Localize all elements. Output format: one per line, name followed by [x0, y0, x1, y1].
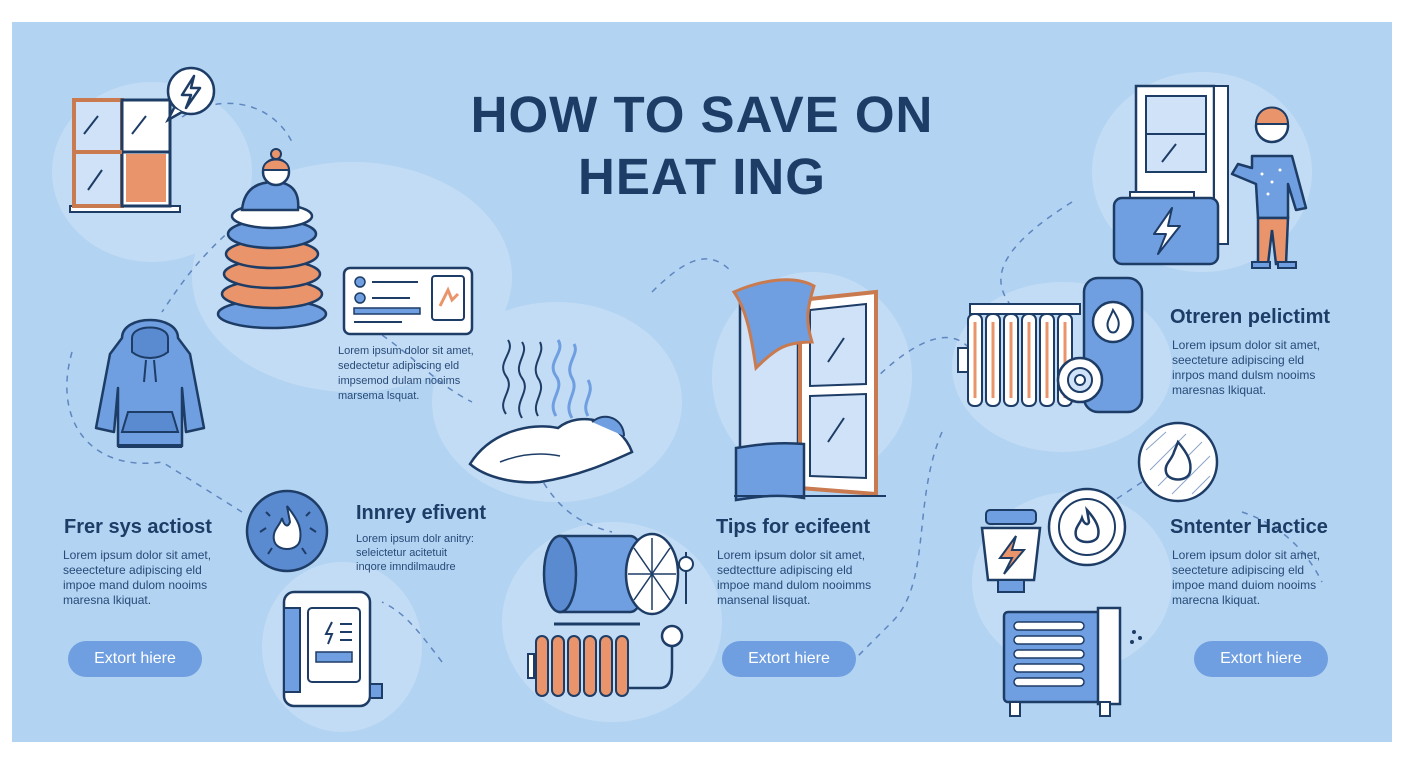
battery-icon [1112, 191, 1220, 266]
section-body-line: maresna lkiquat. [63, 593, 152, 607]
page-title-line-2: HEAT ING [578, 148, 826, 205]
person-door-icon [1134, 84, 1308, 269]
section-heading-2: Innrey efivent [356, 502, 487, 524]
section-heading-5: Sntenter Hactice [1170, 516, 1328, 538]
thermostat-radiator-icon [957, 276, 1144, 414]
flame-badge-icon [245, 489, 329, 573]
section-body-line: seleictetur acitetuit [356, 547, 448, 559]
section-body-line: seecteture adipiscing eld [1172, 563, 1305, 577]
card-note-line: Lorem ipsum dolor sit amet, [338, 345, 474, 357]
section-body-1: Lorem ipsum dolor sit amet, seeecteture … [63, 548, 243, 608]
section-body-line: impoe mand dulom nooims [63, 578, 208, 592]
section-body-line: impoe mand duiom nooims [1172, 578, 1317, 592]
section-body-line: Lorem ipsum dolor sit amet, [717, 548, 866, 562]
card-note-line: impsemod dulam nooims [338, 375, 461, 387]
page-title-line-1: HOW TO SAVE ON [470, 86, 934, 143]
section-body-2: Lorem ipsum dolr anitry: seleictetur aci… [356, 532, 526, 574]
section-body-line: Lorem ipsum dolor sit amet, [63, 548, 212, 562]
section-body-line: inqore imndilmaudre [356, 561, 456, 573]
card-note: Lorem ipsum dolor sit amet, sedectetur a… [338, 344, 498, 404]
section-body-line: impoe mand dulom nooimms [717, 578, 872, 592]
heat-waves-icon [468, 339, 634, 484]
lightning-speech-icon [165, 66, 216, 124]
section-heading-3: Tips for ecifeent [716, 516, 871, 538]
section-body-line: Lorem ipsum dolr anitry: [356, 533, 474, 545]
lightning-jar-icon [980, 509, 1042, 593]
infographic-board: HOW TO SAVE ON HEAT ING Lorem ipsum dolo… [12, 22, 1392, 742]
section-body-line: Lorem ipsum dolor sit amet, [1172, 548, 1321, 562]
section-body-line: mansenal lisquat. [717, 593, 811, 607]
section-body-line: inrpos mand dulsm nooims [1172, 368, 1316, 382]
thermostat-dial-icon [1047, 487, 1127, 567]
section-body-3: Lorem ipsum dolor sit amet, sedtectture … [717, 548, 897, 608]
boiler-panel-icon [282, 590, 383, 708]
section-heading-4: Otreren pelictimt [1170, 306, 1331, 328]
info-card-icon [342, 266, 474, 336]
pipe-heater-icon [527, 532, 694, 697]
extort-here-button-1[interactable]: Extort hiere [68, 641, 202, 677]
section-body-line: sedtectture adipiscing eld [717, 563, 853, 577]
section-body-line: seecteture adipiscing eld [1172, 353, 1305, 367]
blanket-person-icon [216, 148, 328, 330]
section-body-5: Lorem ipsum dolor sit amet, seecteture a… [1172, 548, 1362, 608]
page-title: HOW TO SAVE ON HEAT ING [392, 84, 1012, 208]
card-note-line: marsema lsquat. [338, 390, 420, 402]
hoodie-icon [94, 318, 206, 448]
open-window-icon [731, 278, 886, 502]
extort-here-button-3[interactable]: Extort hiere [1194, 641, 1328, 677]
section-body-line: maresnas lkiquat. [1172, 383, 1267, 397]
radiator-icon [1002, 606, 1142, 717]
card-note-line: sedectetur adipiscing eld [338, 360, 460, 372]
section-body-4: Lorem ipsum dolor sit amet, seecteture a… [1172, 338, 1362, 398]
section-heading-1: Frer sys actiost [64, 516, 212, 538]
window-icon [69, 98, 181, 213]
section-body-line: seeecteture adipiscing eld [63, 563, 202, 577]
flame-circle-icon [1137, 421, 1219, 503]
extort-here-button-2[interactable]: Extort hiere [722, 641, 856, 677]
section-body-line: Lorem ipsum dolor sit amet, [1172, 338, 1321, 352]
section-body-line: marecna lkiquat. [1172, 593, 1261, 607]
